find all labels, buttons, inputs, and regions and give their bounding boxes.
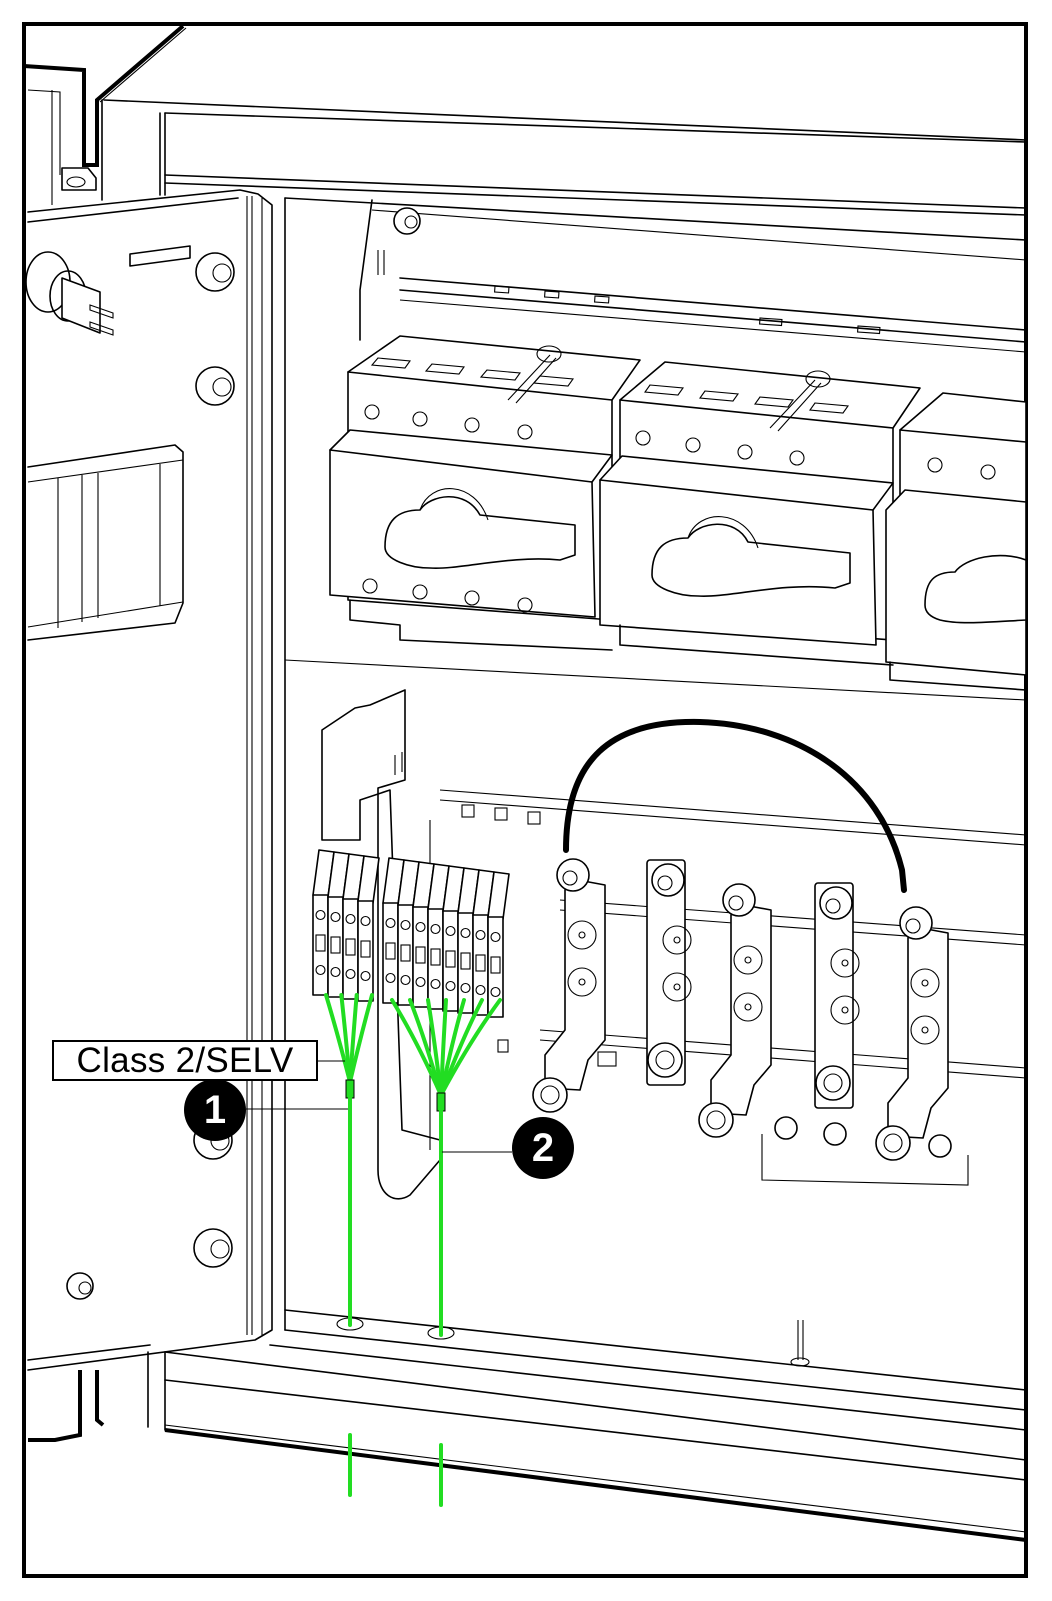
nut-icon [393, 207, 421, 235]
torx-screw-icon [815, 1065, 851, 1101]
callout-1: 1 [184, 1079, 246, 1141]
torx-screw-icon [698, 1102, 734, 1138]
wire [439, 998, 502, 1097]
class2-selv-label: Class 2/SELV [52, 1040, 318, 1081]
nut-icon [195, 252, 235, 292]
torx-screw-icon [532, 1077, 568, 1113]
switch-disconnector-2 [599, 361, 921, 666]
terminal-block [342, 853, 365, 1000]
callout-2: 2 [512, 1117, 574, 1179]
din-rail-top [399, 277, 1027, 353]
wire [348, 993, 374, 1084]
terminal-block [427, 863, 450, 1010]
terminal-block [487, 871, 510, 1018]
nut-icon [195, 366, 235, 406]
switch-disconnector-3 [885, 392, 1027, 691]
hinge [61, 167, 97, 191]
wire-bundle-1 [324, 993, 374, 1497]
nut-icon [899, 906, 933, 940]
terminal-block [382, 857, 405, 1004]
terminal-block [457, 867, 480, 1014]
nut-icon [66, 1272, 94, 1300]
enclosure-floor [28, 1309, 1027, 1542]
ground-busbars [532, 858, 949, 1161]
nut-icon [651, 863, 685, 897]
ground-busbar [698, 883, 772, 1138]
terminal-blocks-right [382, 857, 510, 1018]
wire-bundle-2 [390, 998, 502, 1507]
terminal-blocks-left [312, 849, 380, 1002]
open-door [25, 189, 273, 1371]
nut-icon [928, 1134, 952, 1158]
door-nuts [66, 252, 235, 1300]
ground-busbar [814, 882, 860, 1109]
bottom-bus-plate [761, 1116, 969, 1186]
nut-icon [823, 1122, 847, 1146]
ground-busbar [646, 859, 692, 1086]
figure-frame [22, 22, 1028, 1578]
wire-ferrule [436, 1092, 446, 1112]
terminal-block [472, 869, 495, 1016]
nut-icon [819, 886, 853, 920]
nut-icon [774, 1116, 798, 1140]
switch-disconnector-1 [329, 335, 641, 651]
enclosure-body [23, 24, 1027, 216]
ground-busbar [875, 906, 949, 1161]
wire-ferrule [345, 1079, 355, 1099]
jumper-cable [563, 718, 907, 893]
nut-icon [193, 1228, 233, 1268]
back-panel [284, 197, 1027, 1331]
torx-screw-icon [875, 1125, 911, 1161]
class2-selv-label-text: Class 2/SELV [76, 1040, 294, 1080]
ground-busbar [532, 858, 606, 1113]
callout-1-number: 1 [203, 1087, 227, 1132]
torx-screw-icon [647, 1042, 683, 1078]
terminal-block [357, 855, 380, 1002]
callout-2-number: 2 [531, 1125, 555, 1170]
nut-icon [556, 858, 590, 892]
nut-icon [722, 883, 756, 917]
terminal-block [312, 849, 335, 996]
